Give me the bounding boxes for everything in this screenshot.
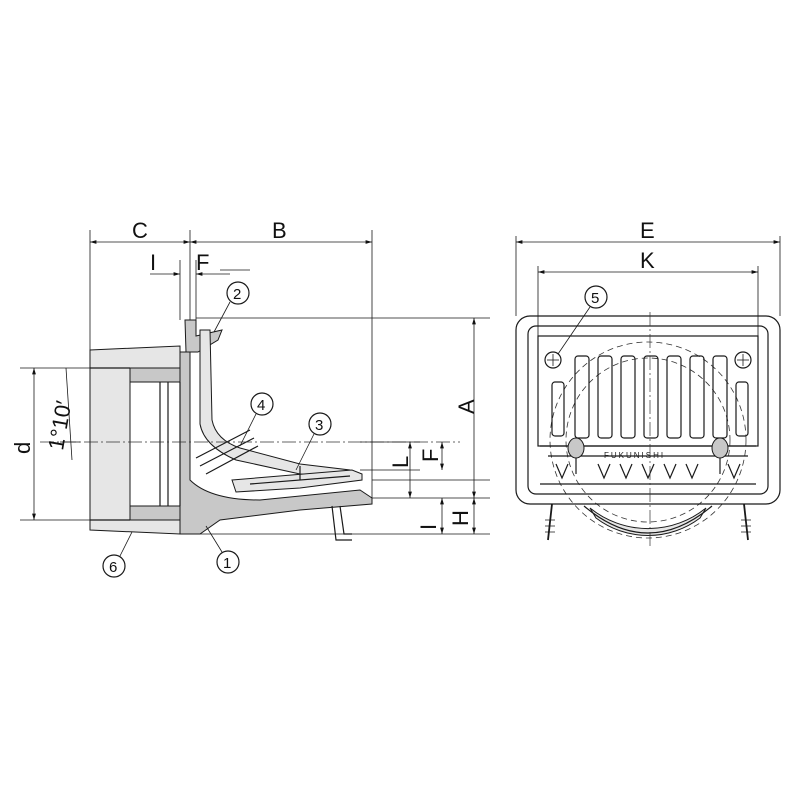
callout-3: 3	[295, 412, 332, 471]
callout-4: 4	[239, 392, 274, 447]
screw-right	[734, 351, 752, 369]
dim-label-d: d	[10, 442, 35, 454]
dim-label-F-top: F	[196, 250, 209, 275]
front-housing-outer	[515, 315, 781, 505]
hinge-knob-right	[711, 437, 729, 474]
outlet-circle-inner	[565, 357, 731, 523]
svg-text:5: 5	[591, 290, 599, 307]
angle-indicator	[60, 367, 80, 461]
dim-label-F-side: F	[418, 449, 443, 462]
dim-label-angle: 1°10′	[43, 399, 76, 452]
dim-label-E: E	[640, 218, 655, 243]
hinge-knob-left	[567, 437, 585, 474]
outlet-circle-outer	[549, 341, 747, 539]
dim-label-H: H	[448, 510, 473, 526]
main-body	[179, 351, 373, 535]
grating-frame	[537, 335, 759, 447]
grating-slots	[551, 355, 749, 439]
inner-sleeve-bottom	[129, 505, 181, 521]
svg-text:1: 1	[223, 555, 231, 572]
svg-text:6: 6	[109, 559, 117, 576]
outlet-socket-lines	[583, 505, 713, 534]
mounting-bolt-right	[741, 503, 751, 541]
screw-left	[544, 351, 562, 369]
callout-1: 1	[205, 525, 240, 574]
dim-label-C: C	[132, 218, 148, 243]
ext-lines-front	[515, 236, 781, 336]
mounting-bolt-left	[545, 503, 555, 541]
callout-2: 2	[213, 281, 250, 333]
dim-label-K: K	[640, 248, 655, 273]
callout-5: 5	[557, 285, 608, 355]
dim-label-L: L	[388, 456, 413, 468]
inner-sleeve-face	[159, 382, 169, 506]
dim-label-A: A	[454, 399, 479, 414]
bottom-hanger	[331, 505, 352, 541]
lid-inner	[249, 466, 351, 485]
callout-6: 6	[102, 531, 133, 578]
svg-text:3: 3	[315, 417, 323, 434]
strainer-bars	[195, 429, 259, 475]
dim-label-I-side: I	[416, 524, 441, 530]
lower-teeth	[555, 463, 741, 480]
lid-plate	[231, 469, 363, 493]
strainer-plate	[199, 329, 353, 479]
svg-text:2: 2	[233, 286, 241, 303]
front-housing-inner	[527, 325, 769, 495]
front-view: FUKUNISHI E K 5	[515, 218, 781, 548]
dim-label-I-top: I	[150, 250, 156, 275]
ext-lines-side	[20, 230, 490, 535]
inner-sleeve	[129, 367, 181, 383]
side-view: C B I F A d 1°10′ L F H I 2 4 3 1	[10, 218, 490, 578]
svg-text:4: 4	[257, 397, 265, 414]
brand-label: FUKUNISHI	[604, 451, 665, 460]
dim-label-B: B	[272, 218, 287, 243]
